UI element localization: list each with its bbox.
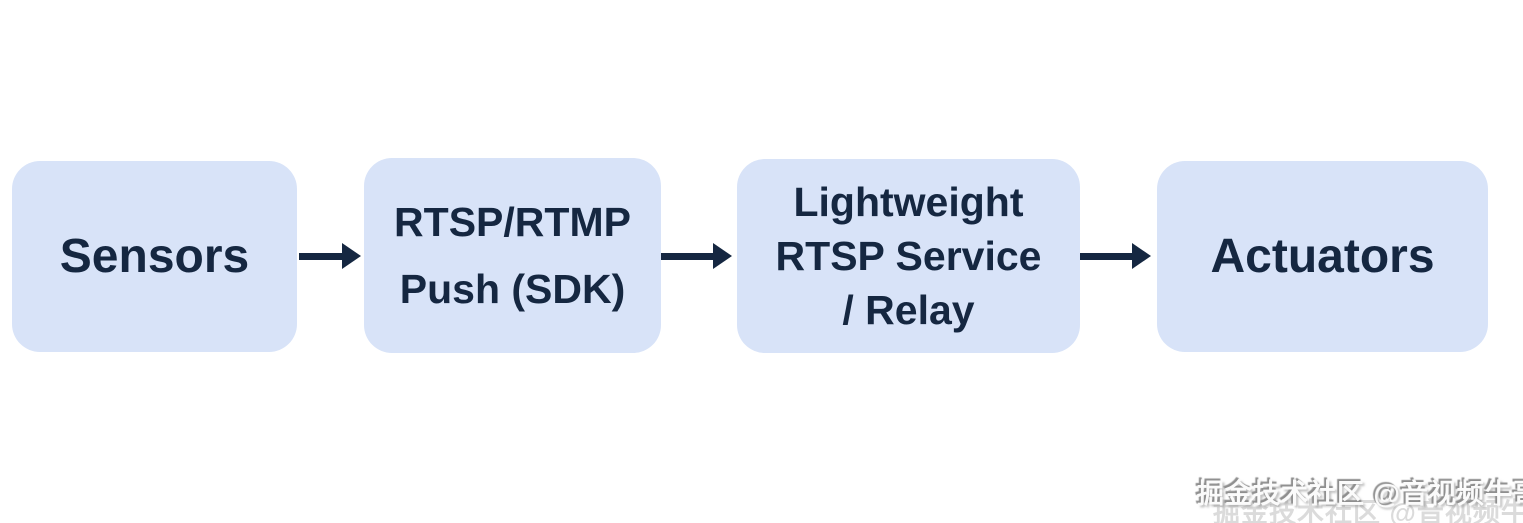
arrow-shaft — [1080, 252, 1132, 260]
node-label-line: / Relay — [842, 287, 975, 333]
arrow-shaft — [661, 252, 713, 260]
watermark-text: 掘金技术社区 @音视频牛哥 — [1197, 479, 1523, 509]
node-label-line: Lightweight — [793, 179, 1024, 225]
flow-node-sensors: Sensors — [12, 161, 297, 352]
arrow-shaft — [299, 252, 342, 260]
node-label: Actuators — [1210, 229, 1435, 283]
node-label-line: RTSP/RTMP — [394, 198, 631, 245]
arrow-head — [1132, 243, 1151, 269]
right-arrow-icon — [1080, 242, 1151, 270]
arrow-head — [713, 243, 732, 269]
arrow-head — [342, 243, 361, 269]
node-label-line: Push (SDK) — [399, 265, 626, 312]
watermark-ghost: 掘金技术社区 @音视频牛哥 — [1213, 498, 1523, 523]
watermark: 掘金技术社区 @音视频牛哥 掘 — [1197, 472, 1523, 511]
flow-node-lightweight-rtsp-service-relay: Lightweight RTSP Service / Relay — [737, 159, 1080, 353]
node-label-line: RTSP Service — [775, 233, 1042, 279]
flow-node-rtsp-rtmp-push-sdk: RTSP/RTMP Push (SDK) — [364, 158, 661, 353]
right-arrow-icon — [661, 242, 732, 270]
flow-node-actuators: Actuators — [1157, 161, 1488, 352]
node-label: Sensors — [59, 229, 250, 283]
right-arrow-icon — [299, 242, 361, 270]
